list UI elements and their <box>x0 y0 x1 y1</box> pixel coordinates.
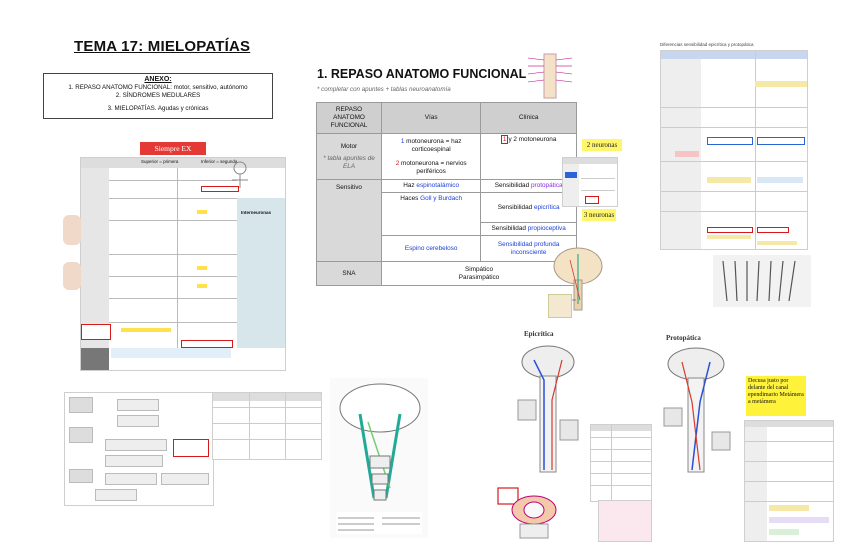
row-label-sna: SNA <box>316 261 382 286</box>
clinica-highlight: epicrítica <box>533 203 560 211</box>
page-title: TEMA 17: MIELOPATÍAS <box>74 38 251 55</box>
protopatica-pathway-diagram[interactable] <box>660 342 734 478</box>
brain-illustration[interactable] <box>550 244 616 314</box>
sticky-note[interactable]: 2 neuronas <box>582 139 622 151</box>
yellow-note[interactable]: Decusa justo por delante del canal epend… <box>746 376 806 416</box>
clinica-highlight: propioceptiva <box>527 225 566 232</box>
flowchart-thumbnail[interactable] <box>64 392 214 506</box>
anexo-box: ANEXO: 1. REPASO ANATOMO FUNCIONAL: moto… <box>43 73 273 119</box>
via-text: motoneurona = nervios periféricos <box>399 159 467 175</box>
section-title: 1. REPASO ANATOMO FUNCIONAL <box>317 67 527 81</box>
spinal-sketch-image <box>226 160 254 190</box>
row-label-motor: Motor * tabla apuntes de ELA <box>316 133 382 180</box>
epicritica-label: Epicrítica <box>524 330 554 338</box>
via-highlight: Goll y Burdach <box>420 195 463 202</box>
comparison-table-title: Diferencias sensibilidad epicrítica y pr… <box>660 42 754 47</box>
figure-sketch-image <box>63 262 81 290</box>
syndromes-table-thumbnail[interactable] <box>744 420 834 542</box>
col-header-clinica: Clínica <box>480 102 577 134</box>
anatomo-table: REPASO ANATOMO FUNCIONAL Vías Clínica Mo… <box>316 102 577 286</box>
sna-value: Simpático <box>464 265 494 273</box>
sna-value: Parasimpático <box>458 273 500 281</box>
clinica-text: Sensibilidad <box>491 225 528 232</box>
protopatica-label: Protopática <box>666 334 701 342</box>
thumb-side-label: Interneuronas <box>241 210 272 215</box>
anexo-line: 1. REPASO ANATOMO FUNCIONAL: motor, sens… <box>68 84 248 91</box>
thumb-header: Superior = primera <box>141 159 179 164</box>
cell-sens-clin3: Sensibilidad propioceptiva <box>480 222 577 236</box>
cell-sens-clin1: Sensibilidad protopática <box>480 179 577 193</box>
anexo-line: 2. SÍNDROMES MEDULARES <box>115 92 201 99</box>
spinal-lesion-figure[interactable] <box>494 470 574 540</box>
thumb-header: Inferior = segunda <box>201 159 238 164</box>
row-label-sensitivo: Sensitivo <box>316 179 382 262</box>
table-thumbnail[interactable] <box>212 392 322 460</box>
spine-cross-image <box>548 294 572 318</box>
motor-note: * tabla apuntes de ELA <box>323 154 375 170</box>
clinica-text: y 2 motoneurona <box>508 136 557 143</box>
motor-table-thumbnail[interactable]: Superior = primera Inferior = segunda In… <box>80 157 286 371</box>
epicritica-pathway-diagram[interactable] <box>514 340 582 480</box>
num-1-boxed: 1 <box>500 135 509 144</box>
cell-sna: Simpático Parasimpático <box>381 261 577 286</box>
col-header-vias: Vías <box>380 102 482 134</box>
clinica-highlight: protopática <box>530 182 563 189</box>
section-subtitle: * completar con apuntes + tablas neuroan… <box>317 86 451 93</box>
num-1: 1 <box>400 137 405 145</box>
via-highlight: espinotalámico <box>416 182 460 189</box>
corner-header: REPASO ANATOMO FUNCIONAL <box>316 102 382 134</box>
motor-label: Motor <box>340 142 358 150</box>
cross-section-thumbnail[interactable] <box>598 500 652 542</box>
motor-tract-diagram[interactable] <box>330 378 428 538</box>
red-tag: Siempre EX <box>140 142 206 155</box>
anexo-line: 3. MIELOPATÍAS. Agudas y crónicas <box>107 105 209 112</box>
num-2: 2 <box>395 159 400 167</box>
instruments-photo[interactable] <box>713 255 811 307</box>
cell-sens-via2: Haces Goll y Burdach <box>380 192 482 236</box>
via-text: Haz <box>403 182 417 189</box>
anexo-heading: ANEXO: <box>144 76 172 83</box>
sticky-note[interactable]: 3 neuronas <box>582 209 616 221</box>
cell-sens-via1: Haz espinotalámico <box>380 179 482 193</box>
via-text: motoneurona = haz corticoespinal <box>404 137 462 153</box>
cell-sens-via3: Espino cerebeloso <box>380 235 482 262</box>
pathway-table-thumbnail[interactable] <box>562 157 618 207</box>
cell-sens-clin2: Sensibilidad epicrítica <box>480 192 577 223</box>
clinica-text: Sensibilidad <box>494 182 531 189</box>
comparison-table-thumbnail[interactable] <box>660 50 808 250</box>
spinal-column-image[interactable] <box>524 52 576 100</box>
cell-motor-vias: 1 motoneurona = haz corticoespinal 2 mot… <box>380 133 482 180</box>
clinica-text: Sensibilidad <box>497 203 534 211</box>
via-text: Haces <box>400 195 421 202</box>
tracts-table-thumbnail[interactable] <box>590 424 652 502</box>
figure-sketch-image <box>63 215 81 245</box>
